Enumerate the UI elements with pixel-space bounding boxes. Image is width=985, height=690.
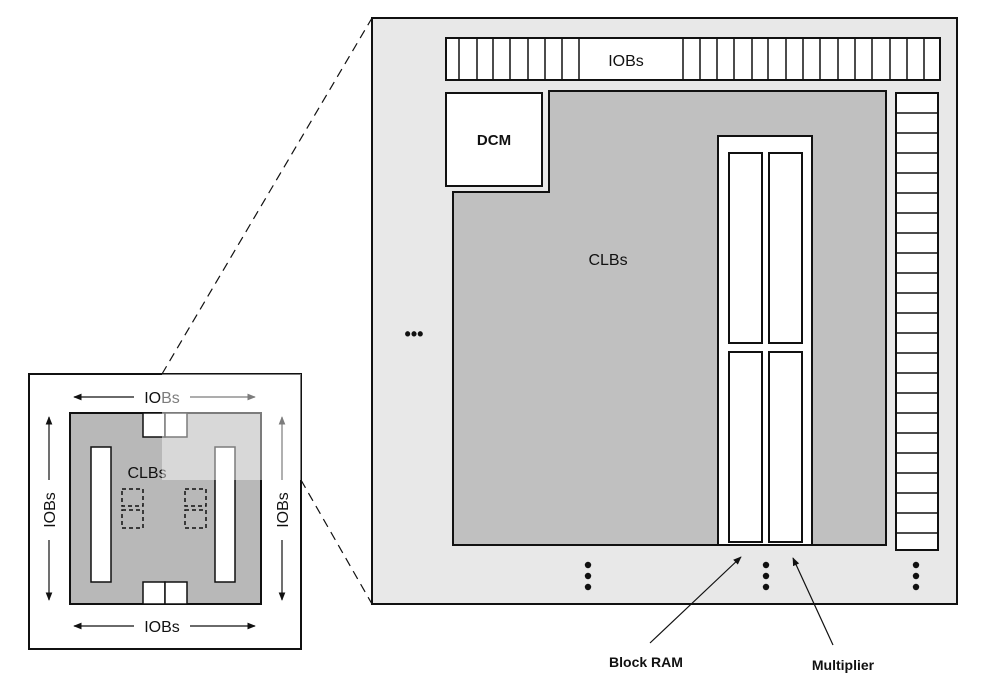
detail-iob-strip-right [895, 92, 939, 551]
detail-iobs-top-label: IOBs [608, 53, 644, 70]
overview-multipliers [121, 488, 207, 529]
overview-dcm-top [142, 412, 166, 438]
overview-block-ram-left [90, 446, 112, 583]
callouts: Block RAM Multiplier [609, 556, 875, 673]
overview-block-ram-right [214, 446, 236, 583]
overview-chip: CLBs IOBs IOBs IOBs IOBs [28, 373, 302, 650]
detail-view: IOBs DCM CLBs [371, 17, 958, 605]
detail-ellipsis-left: ••• [405, 324, 424, 344]
detail-ellipsis-bottom-left [584, 561, 592, 591]
detail-ellipsis-bottom-right [912, 561, 920, 591]
detail-iob-strip-top: IOBs [445, 37, 941, 81]
detail-ellipsis-bottom-middle [762, 561, 770, 591]
detail-dcm-label: DCM [477, 132, 511, 149]
overview-zoom-highlight [162, 374, 301, 480]
overview-dcm-bottom [142, 581, 166, 605]
callout-block-ram: Block RAM [609, 654, 683, 670]
zoom-lines [161, 17, 373, 605]
detail-block-ram-upper [728, 152, 763, 344]
detail-clbs-label: CLBs [588, 252, 627, 269]
detail-dcm-box [445, 92, 543, 187]
overview-iobs-bottom: IOBs [144, 619, 180, 636]
overview-iobs-left: IOBs [42, 492, 59, 528]
detail-block-ram-lower [728, 351, 763, 543]
detail-multiplier-upper [768, 152, 803, 344]
callout-multiplier: Multiplier [812, 657, 875, 673]
overview-iobs-top: IOBs [144, 390, 180, 407]
overview-iobs-right: IOBs [275, 492, 292, 528]
detail-multiplier-lower [768, 351, 803, 543]
overview-clbs-label: CLBs [127, 465, 166, 482]
